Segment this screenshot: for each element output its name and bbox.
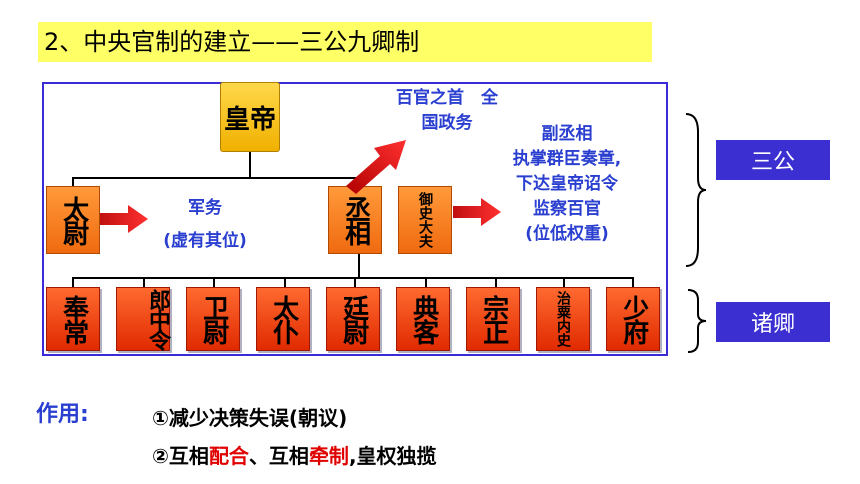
sangong-label: 三公 [716, 140, 830, 180]
jiuqing-label: 诸卿 [716, 302, 830, 342]
yushi-duty-text: 副丞相 执掌群臣奏章, 下达皇帝诏令 监察百官 (位低权重) [482, 122, 652, 247]
page-title: 2、中央官制的建立——三公九卿制 [38, 22, 652, 62]
yushi-duty-line: 副丞相 [541, 124, 593, 144]
connector-line [495, 277, 497, 287]
minister-box: 少府 [606, 287, 660, 351]
minister-box: 宗正 [466, 287, 520, 351]
diagram-frame [42, 82, 668, 356]
role-emphasis: 配合 [208, 444, 249, 468]
minister-box: 奉常 [46, 287, 100, 351]
arrow-right-icon [100, 205, 148, 233]
yushidafu-box: 御史大夫 [398, 186, 452, 254]
connector-line [425, 277, 427, 287]
taiwei-duty-line: 军务 [188, 198, 222, 218]
role-text: ②互相 [152, 444, 209, 468]
yushi-duty-line: 监察百官 [533, 199, 601, 219]
yushi-duty-line: 执掌群臣奏章, [512, 149, 622, 169]
arrow-up-right-icon [346, 140, 406, 194]
chengxiang-duty-line: 百官之首 全 [396, 88, 498, 108]
role-line-1: ①减少决策失误(朝议) [152, 406, 348, 430]
yushi-duty-line: 下达皇帝诏令 [516, 174, 618, 194]
chengxiang-box: 丞相 [328, 186, 382, 254]
role-emphasis: 牵制 [308, 444, 349, 468]
chengxiang-duty-text: 百官之首 全 国政务 [378, 86, 516, 136]
minister-box: 治粟内史 [536, 287, 590, 351]
brace-icon [687, 289, 707, 353]
connector-line [358, 254, 360, 278]
chengxiang-duty-line: 国政务 [421, 113, 473, 133]
minister-box: 郎中令 [116, 287, 170, 351]
minister-box: 太仆 [256, 287, 310, 351]
connector-line [563, 277, 565, 287]
connector-line [249, 152, 251, 178]
connector-line [72, 277, 634, 279]
taiwei-box: 太尉 [46, 186, 100, 254]
minister-box: 卫尉 [186, 287, 240, 351]
minister-box: 典客 [396, 287, 450, 351]
connector-line [72, 277, 74, 287]
connector-line [284, 277, 286, 287]
emperor-box: 皇帝 [220, 82, 280, 152]
role-line-2: ②互相配合、互相牵制,皇权独揽 [152, 440, 437, 469]
connector-line [143, 277, 145, 287]
taiwei-duty-line: (虚有其位) [163, 231, 247, 251]
connector-line [72, 177, 360, 179]
connector-line [72, 177, 74, 187]
role-heading: 作用: [36, 402, 89, 427]
arrow-right-icon [453, 198, 501, 226]
taiwei-duty-text: 军务 (虚有其位) [140, 196, 270, 254]
connector-line [632, 277, 634, 287]
role-text: ,皇权独揽 [348, 444, 437, 468]
connector-line [354, 277, 356, 287]
connector-line [213, 277, 215, 287]
minister-box: 廷尉 [326, 287, 380, 351]
yushi-duty-line: (位低权重) [525, 224, 609, 244]
role-text: 、互相 [248, 444, 309, 468]
brace-icon [685, 113, 707, 267]
